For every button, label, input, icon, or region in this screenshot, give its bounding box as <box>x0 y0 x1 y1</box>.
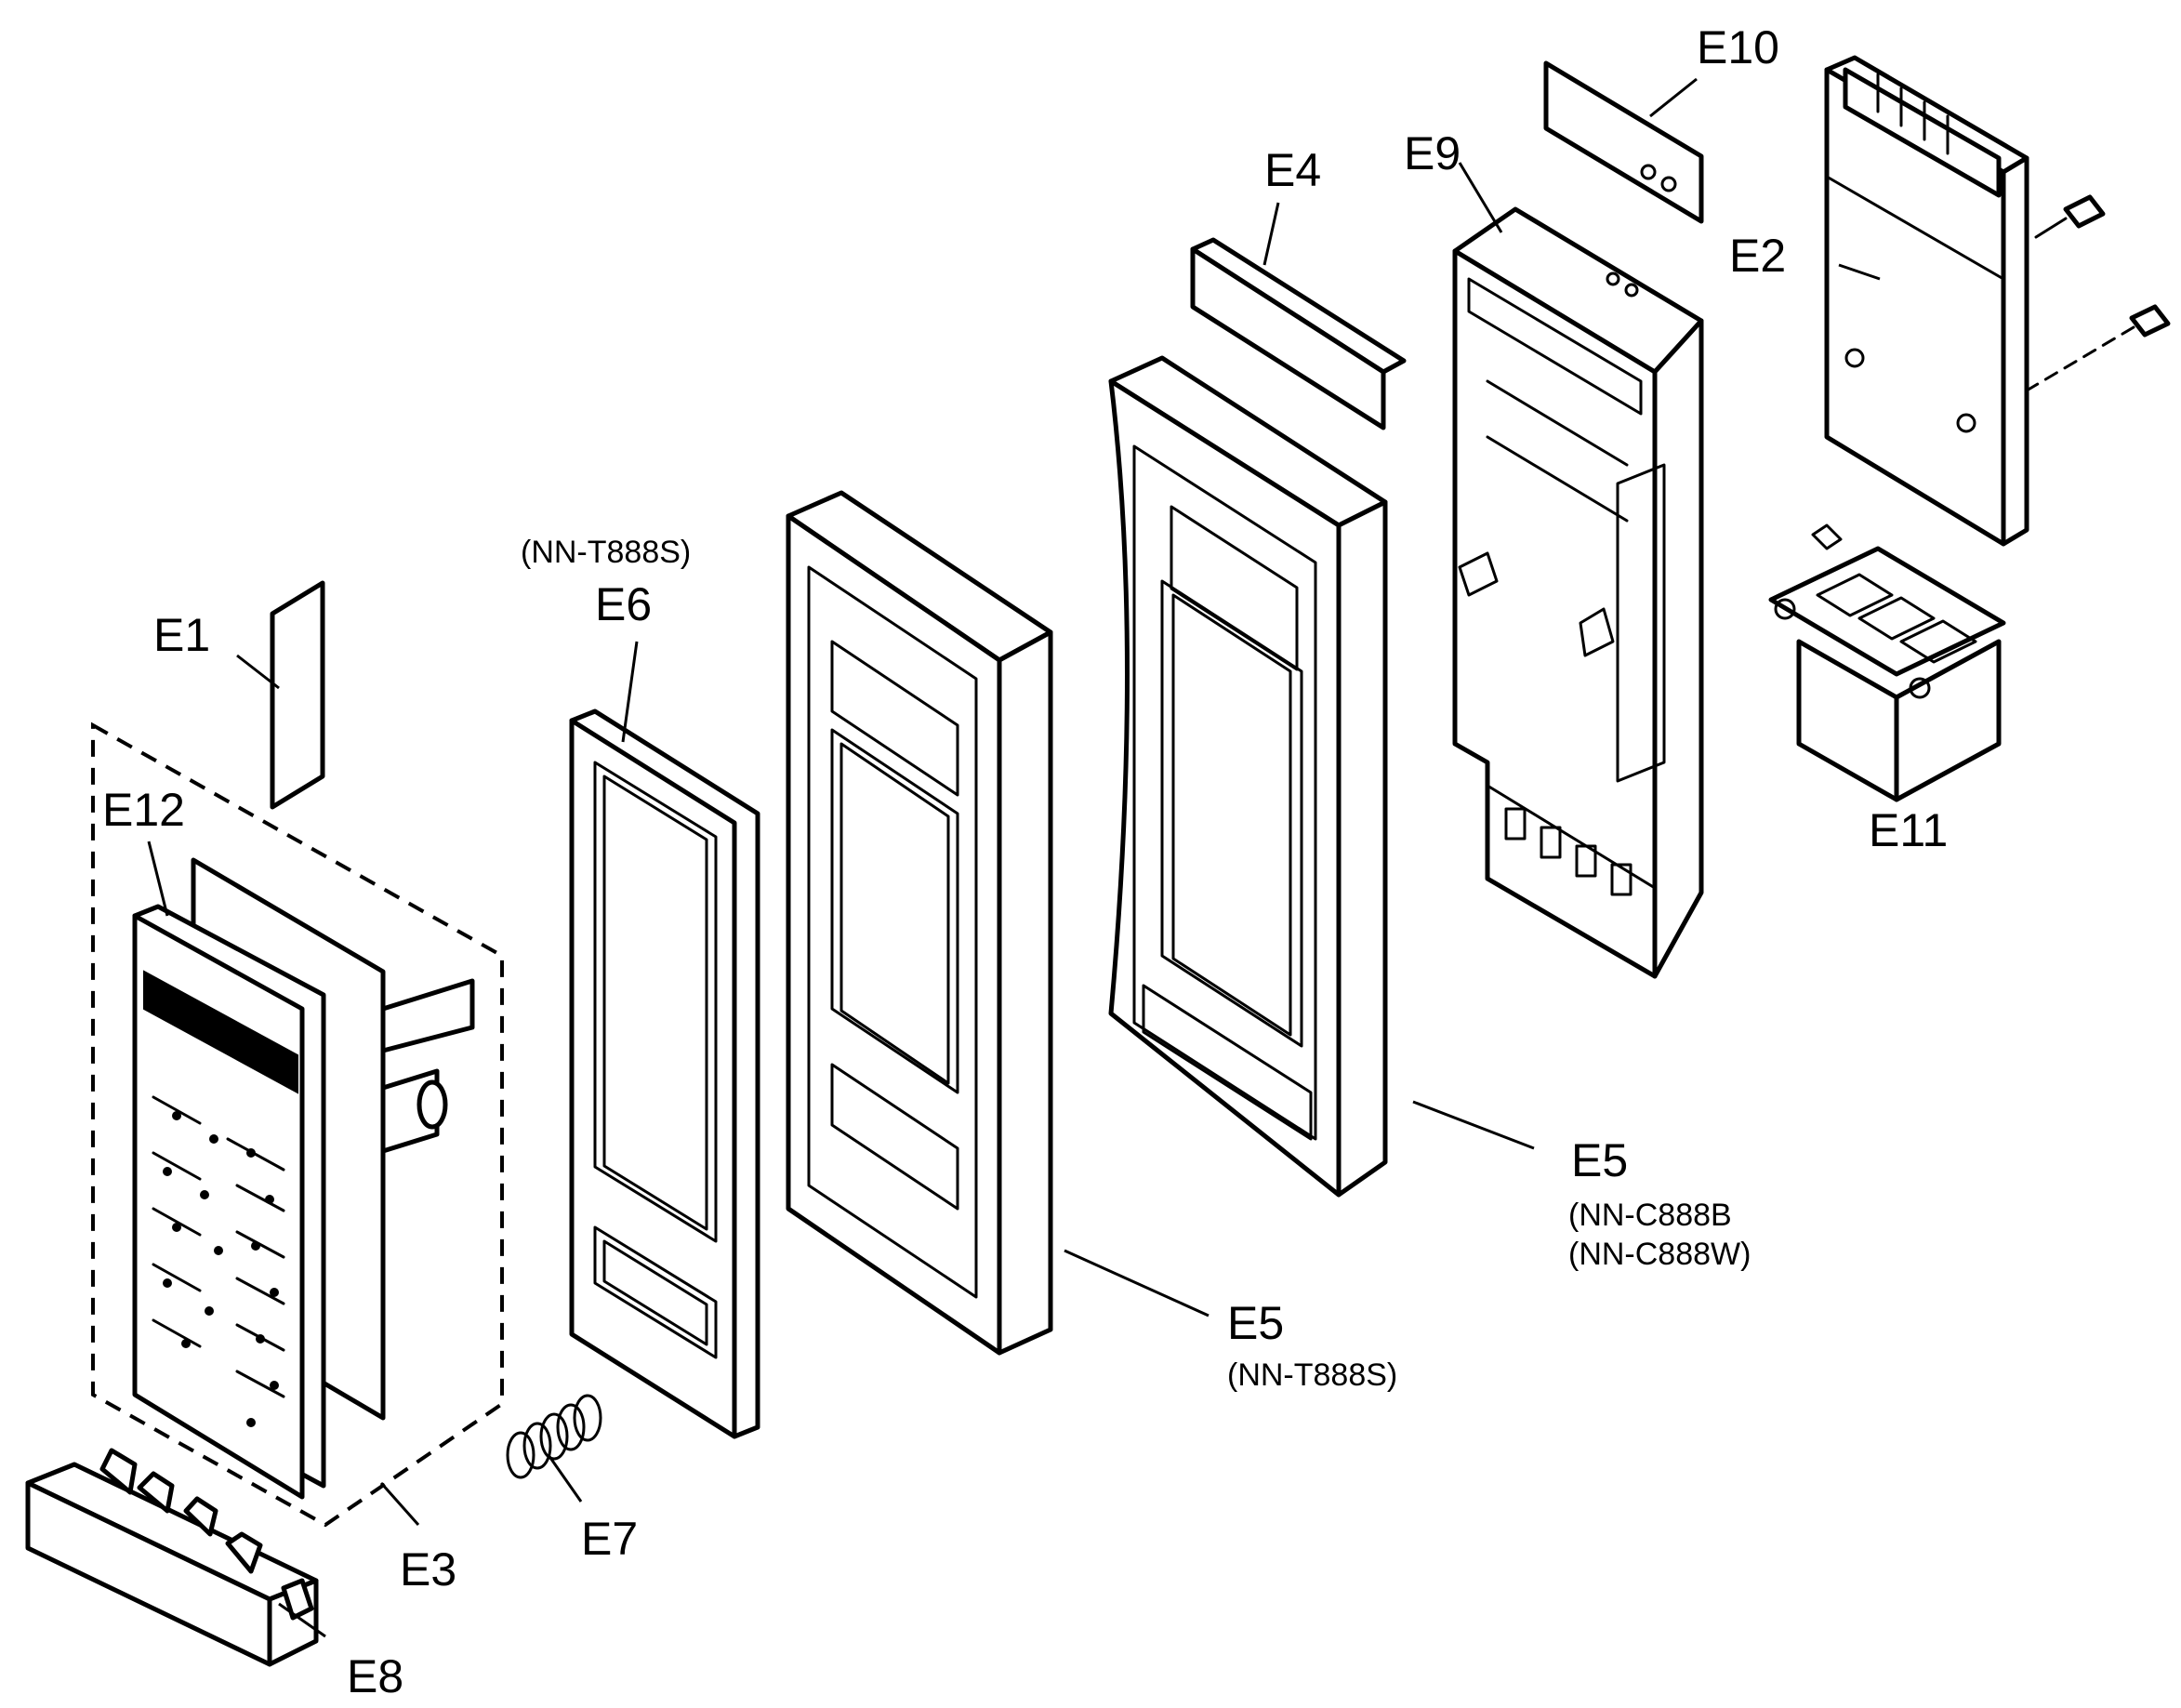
label-e5-t888s: E5 <box>1227 1297 1284 1349</box>
label-e6-model: (NN-T888S) <box>521 535 691 570</box>
part-e12-control-panel <box>132 857 475 1500</box>
part-e4-strip <box>1190 237 1407 430</box>
keypad-pattern <box>152 1095 285 1427</box>
label-e4: E4 <box>1264 144 1321 196</box>
part-e9-latch-housing <box>1452 206 1704 979</box>
part-e10-plate <box>1543 60 1704 224</box>
part-e11-latch-block <box>1768 523 2006 802</box>
part-e2-switch-board <box>1824 55 2171 547</box>
part-e5-door-t888s <box>786 490 1053 1356</box>
part-e5-door-c888 <box>1108 355 1388 1198</box>
part-e6-frame <box>569 708 760 1439</box>
part-e1-strip <box>270 580 325 810</box>
label-e12: E12 <box>102 784 185 836</box>
label-e9: E9 <box>1404 127 1461 179</box>
label-e2: E2 <box>1729 230 1786 282</box>
part-e7-spring <box>506 1394 602 1479</box>
screw-icon <box>2034 194 2106 239</box>
screw-icon <box>2025 304 2171 392</box>
part-e8-door-button <box>25 1448 319 1667</box>
label-e5-c888: E5 <box>1571 1134 1628 1186</box>
e3-assembly-outline <box>91 722 504 1528</box>
label-e1: E1 <box>153 609 210 661</box>
label-e5-t888s-model: (NN-T888S) <box>1227 1357 1397 1393</box>
label-e5-c888b-model: (NN-C888B <box>1568 1198 1732 1233</box>
label-e10: E10 <box>1697 21 1779 73</box>
label-e5-c888w-model: (NN-C888W) <box>1568 1237 1751 1272</box>
label-e3: E3 <box>400 1543 456 1595</box>
label-e6: E6 <box>595 578 652 630</box>
label-e8: E8 <box>347 1650 403 1702</box>
label-e7: E7 <box>581 1513 638 1565</box>
label-e11: E11 <box>1869 804 1948 856</box>
leader-lines <box>147 77 1898 1638</box>
part-labels: E1 E12 E3 E8 E7 (NN-T888S) E6 E5 (NN-T88… <box>102 21 1948 1702</box>
